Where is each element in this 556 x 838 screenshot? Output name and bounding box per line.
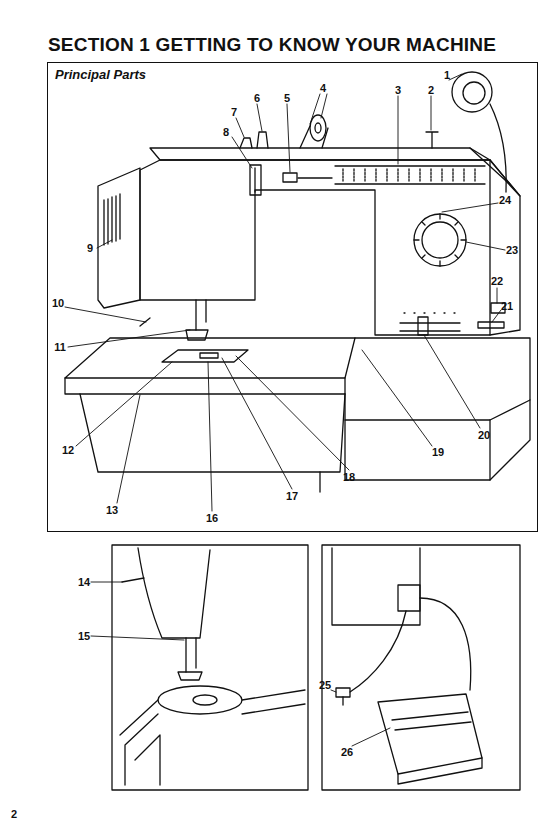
callout-number: 24 bbox=[499, 195, 511, 206]
extension-table bbox=[65, 338, 355, 378]
callout-number: 1 bbox=[444, 70, 450, 81]
callout-number: 4 bbox=[320, 83, 326, 94]
detail-inset bbox=[112, 545, 308, 790]
callout-number: 26 bbox=[341, 747, 353, 758]
face-cover bbox=[98, 168, 140, 308]
callout-number: 9 bbox=[87, 243, 93, 254]
pattern-dial bbox=[414, 214, 466, 266]
callout-number: 6 bbox=[254, 93, 260, 104]
leader-lines bbox=[65, 74, 505, 746]
callout-number: 20 bbox=[478, 430, 490, 441]
callout-number: 23 bbox=[506, 245, 518, 256]
callout-number: 25 bbox=[319, 680, 331, 691]
callout-number: 5 bbox=[284, 93, 290, 104]
callout-number: 14 bbox=[78, 577, 90, 588]
callout-number: 22 bbox=[491, 276, 503, 287]
handwheel-inset bbox=[452, 72, 492, 112]
callout-number: 7 bbox=[231, 107, 237, 118]
callout-number: 13 bbox=[106, 505, 118, 516]
detail-inset bbox=[322, 545, 520, 790]
callout-number: 12 bbox=[62, 445, 74, 456]
callout-number: 21 bbox=[501, 301, 513, 312]
callout-number: 3 bbox=[395, 85, 401, 96]
callout-number: 8 bbox=[223, 127, 229, 138]
needle-plate bbox=[162, 350, 248, 362]
section-heading: Principal Parts bbox=[55, 67, 146, 82]
callout-number: 19 bbox=[432, 447, 444, 458]
machine-arm-top bbox=[150, 148, 490, 160]
frame-box: Principal Parts bbox=[47, 62, 538, 532]
callout-number: 11 bbox=[54, 342, 66, 353]
callout-number: 18 bbox=[343, 472, 355, 483]
callout-number: 15 bbox=[78, 631, 90, 642]
page-number: 2 bbox=[11, 809, 17, 820]
foot-controller bbox=[378, 694, 482, 774]
callout-number: 16 bbox=[206, 513, 218, 524]
section-title: SECTION 1 GETTING TO KNOW YOUR MACHINE bbox=[48, 34, 496, 56]
callout-number: 2 bbox=[428, 85, 434, 96]
machine-body bbox=[140, 160, 490, 335]
callout-number: 10 bbox=[52, 298, 64, 309]
callout-number: 17 bbox=[286, 491, 298, 502]
